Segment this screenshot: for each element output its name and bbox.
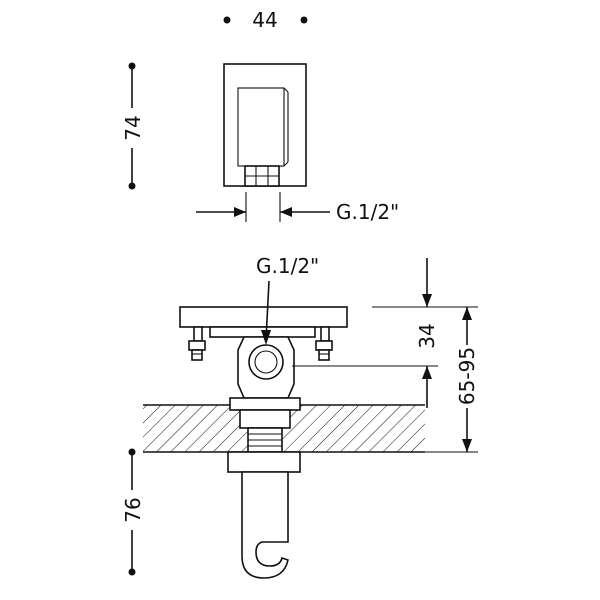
mounting-screw-left — [188, 326, 206, 361]
width-label: 44 — [252, 8, 277, 32]
front-thread-label: G.1/2" — [336, 200, 399, 224]
height-dimension: 74 — [121, 62, 145, 190]
range-label: 65-95 — [455, 347, 479, 405]
range-dimension: 65-95 — [406, 306, 479, 453]
side-thread-label: G.1/2" — [256, 254, 319, 278]
drop-label: 76 — [121, 497, 145, 522]
hook-holder — [227, 451, 301, 579]
mounting-screw-right — [315, 326, 333, 361]
front-cover-plate — [223, 63, 307, 187]
valve-body — [229, 336, 301, 429]
height-label: 74 — [121, 115, 145, 140]
depth-dimension: 34 — [292, 258, 439, 408]
side-view: G.1/2" 34 65-95 — [121, 254, 479, 579]
front-view: 44 74 — [121, 8, 399, 224]
drop-dimension: 76 — [121, 448, 145, 576]
front-thread-dimension: G.1/2" — [196, 192, 399, 224]
width-dimension: 44 — [223, 8, 308, 32]
side-thread-dimension: G.1/2" — [256, 254, 319, 345]
threaded-pipe — [247, 427, 283, 453]
depth-label: 34 — [415, 323, 439, 348]
